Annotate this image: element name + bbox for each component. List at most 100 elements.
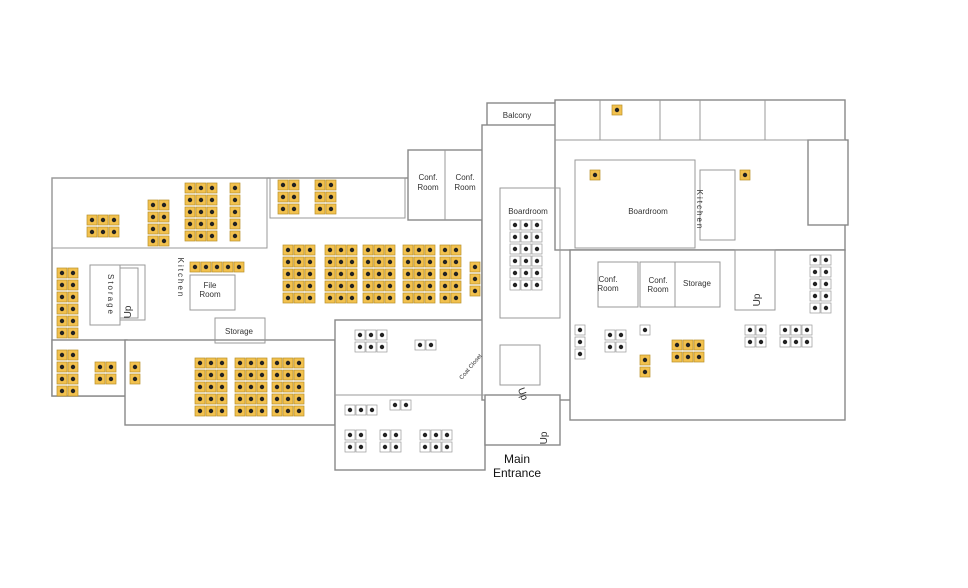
chair-icon [523, 282, 529, 288]
label-file-room-b: Room [199, 290, 221, 299]
chair-icon [111, 229, 117, 235]
label-conf-room-1: Conf. [418, 173, 437, 182]
chair-icon [100, 217, 106, 223]
chair-icon [70, 352, 76, 358]
label-conf-room-4: Conf. [648, 276, 667, 285]
chair-icon [376, 283, 382, 289]
chair-icon [534, 234, 540, 240]
chair-icon [97, 376, 103, 382]
chair-icon [416, 247, 422, 253]
chair-icon [209, 197, 215, 203]
chair-icon [59, 282, 65, 288]
chair-icon [317, 182, 323, 188]
chair-icon [327, 259, 333, 265]
chair-icon [307, 295, 313, 301]
chair-icon [472, 276, 478, 282]
chair-icon [296, 396, 302, 402]
chair-icon [248, 408, 254, 414]
chair-icon [685, 342, 691, 348]
label-storage-left: Storage [106, 274, 115, 316]
chair-icon [70, 364, 76, 370]
chair-icon [285, 295, 291, 301]
chair-icon [198, 233, 204, 239]
chair-icon [592, 172, 598, 178]
chair-icon [534, 246, 540, 252]
chair-icon [393, 432, 399, 438]
chair-icon [197, 384, 203, 390]
chair-icon [70, 294, 76, 300]
chair-icon [812, 269, 818, 275]
chair-icon [512, 282, 518, 288]
chair-icon [365, 283, 371, 289]
chair-icon [307, 271, 313, 277]
chair-icon [823, 281, 829, 287]
workstations [56, 104, 832, 453]
chair-icon [327, 295, 333, 301]
chair-icon [70, 282, 76, 288]
chair-icon [198, 185, 204, 191]
chair-icon [442, 247, 448, 253]
chair-icon [422, 432, 428, 438]
chair-icon [393, 444, 399, 450]
chair-icon [674, 342, 680, 348]
chair-icon [427, 283, 433, 289]
label-kitchen-right: Kitchen [695, 190, 704, 231]
chair-icon [197, 360, 203, 366]
chair-icon [347, 407, 353, 413]
chair-icon [259, 384, 265, 390]
chair-icon [248, 372, 254, 378]
chair-icon [782, 339, 788, 345]
chair-icon [274, 384, 280, 390]
chair-icon [97, 364, 103, 370]
chair-icon [793, 327, 799, 333]
chair-icon [208, 372, 214, 378]
chair-icon [376, 295, 382, 301]
chair-icon [453, 259, 459, 265]
chair-icon [209, 209, 215, 215]
chair-icon [285, 372, 291, 378]
chair-icon [296, 259, 302, 265]
label-storage-right: Storage [683, 279, 712, 288]
chair-icon [685, 354, 691, 360]
chair-icon [523, 234, 529, 240]
chair-icon [512, 270, 518, 276]
chair-icon [347, 432, 353, 438]
chair-icon [327, 271, 333, 277]
chair-icon [607, 344, 613, 350]
chair-icon [349, 295, 355, 301]
chair-icon [427, 247, 433, 253]
chair-icon [642, 369, 648, 375]
chair-icon [823, 269, 829, 275]
chair-icon [812, 281, 818, 287]
chair-icon [387, 271, 393, 277]
label-storage-lower: Storage [225, 327, 254, 336]
chair-icon [208, 408, 214, 414]
chair-icon [59, 270, 65, 276]
chair-icon [422, 444, 428, 450]
chair-icon [296, 283, 302, 289]
chair-icon [232, 233, 238, 239]
chair-icon [365, 295, 371, 301]
chair-icon [70, 376, 76, 382]
chair-icon [804, 339, 810, 345]
chair-icon [453, 271, 459, 277]
chair-icon [232, 185, 238, 191]
chair-icon [577, 339, 583, 345]
chair-icon [369, 407, 375, 413]
chair-icon [59, 352, 65, 358]
chair-icon [59, 318, 65, 324]
chair-icon [59, 306, 65, 312]
chair-icon [198, 209, 204, 215]
chair-icon [376, 259, 382, 265]
chair-icon [405, 271, 411, 277]
chair-icon [642, 357, 648, 363]
chair-icon [285, 271, 291, 277]
chair-icon [444, 444, 450, 450]
label-main-entrance-b: Entrance [493, 466, 541, 480]
chair-icon [577, 327, 583, 333]
chair-icon [427, 259, 433, 265]
chair-icon [208, 360, 214, 366]
chair-icon [614, 107, 620, 113]
chair-icon [296, 384, 302, 390]
chair-icon [379, 344, 385, 350]
